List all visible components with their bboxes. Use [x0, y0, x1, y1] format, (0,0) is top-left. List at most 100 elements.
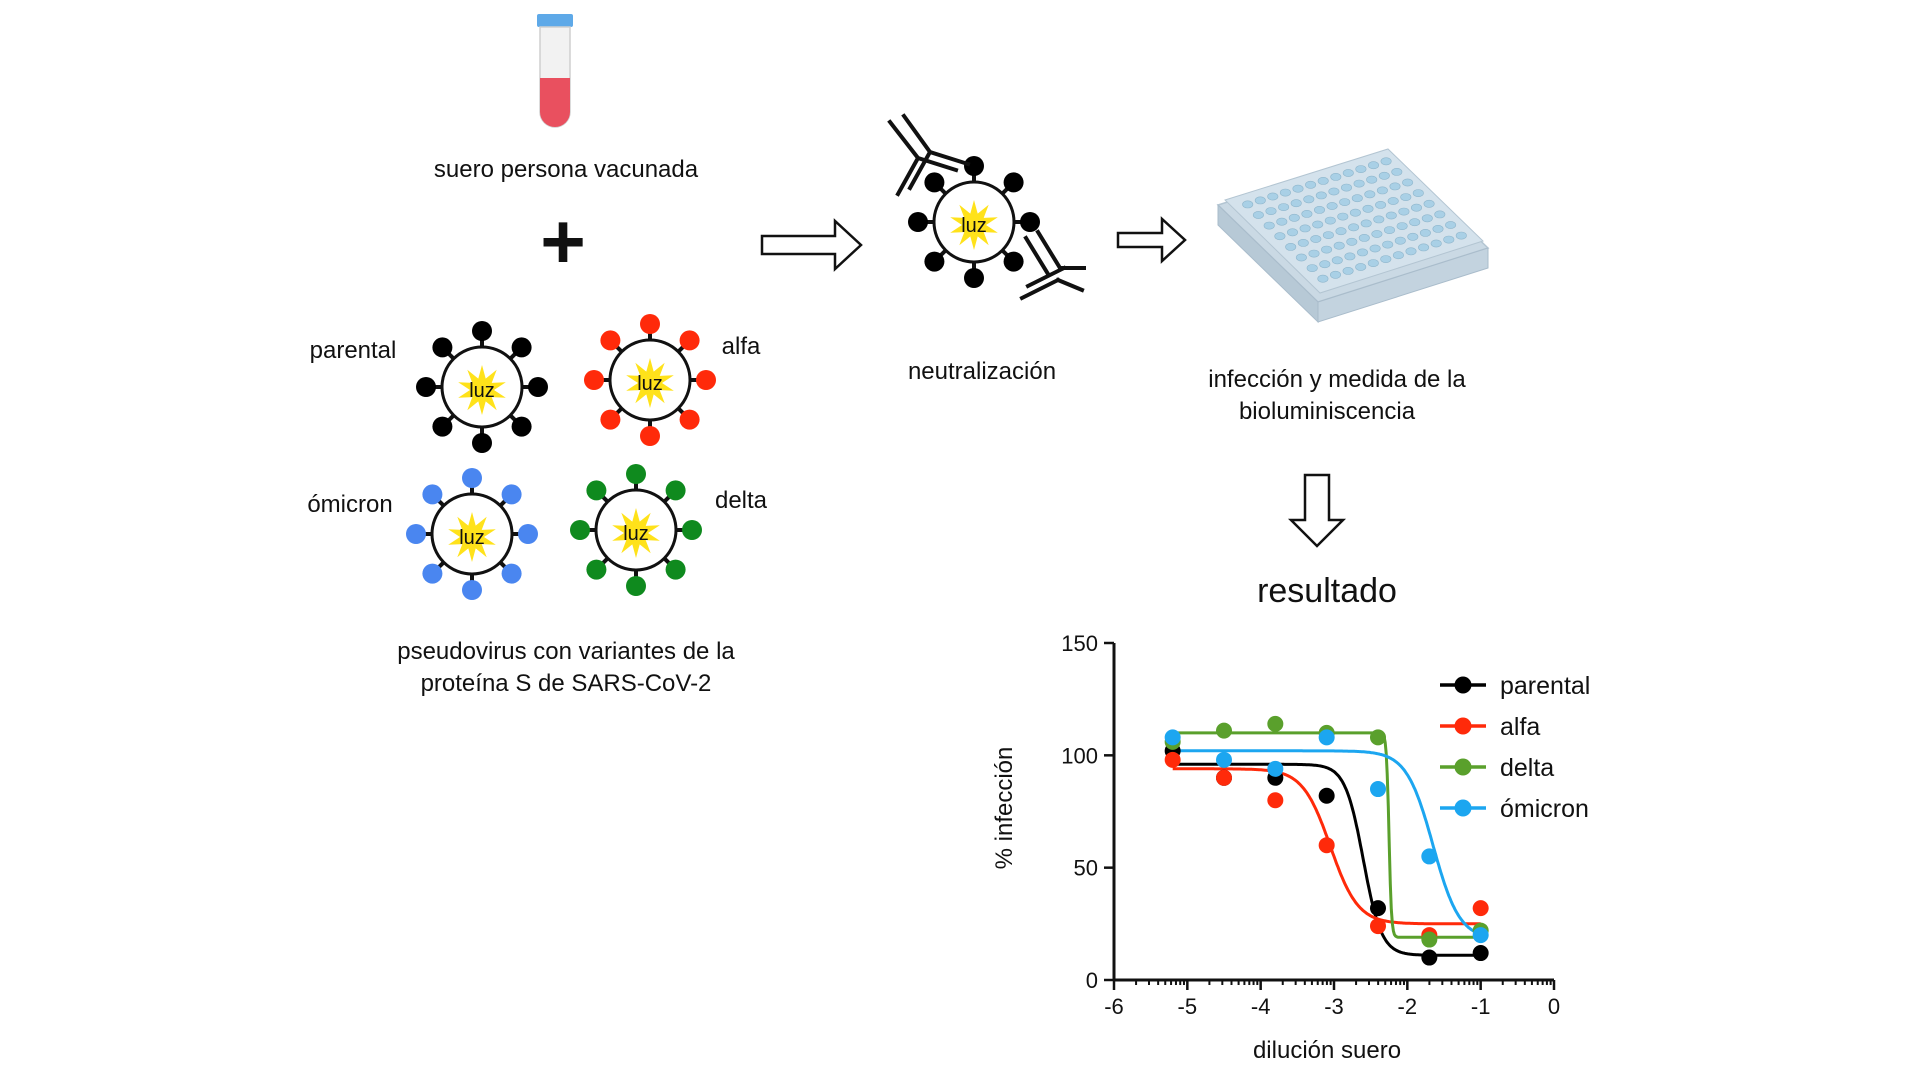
- x-tick-label: -2: [1398, 994, 1418, 1019]
- data-point: [1370, 729, 1386, 746]
- pseudovirus-v1: luz: [584, 314, 716, 446]
- data-point: [1421, 848, 1438, 865]
- plate-well: [1321, 245, 1333, 254]
- plate-well: [1407, 232, 1419, 241]
- spike-protein: [665, 559, 686, 580]
- plate-well: [1369, 244, 1381, 253]
- y-tick-label: 50: [1074, 856, 1098, 881]
- plate-well: [1455, 231, 1467, 240]
- plate-well: [1430, 239, 1442, 248]
- plate-wells: [1242, 157, 1467, 283]
- plate-well: [1254, 196, 1266, 205]
- data-point: [1370, 900, 1386, 917]
- pseudovirus-v2: luz: [406, 468, 538, 600]
- plate-well: [1346, 237, 1358, 246]
- plate-well: [1412, 189, 1424, 197]
- spike-protein: [586, 559, 607, 580]
- y-tick-label: 150: [1061, 631, 1098, 656]
- legend-marker: [1454, 758, 1472, 776]
- spike-protein: [1003, 172, 1024, 193]
- serum-label: suero persona vacunada: [434, 156, 699, 183]
- plate-well: [1308, 249, 1320, 258]
- plate-well: [1396, 222, 1408, 230]
- plate-well: [1297, 238, 1309, 247]
- plate-well: [1288, 213, 1300, 222]
- light-burst-icon: [950, 200, 998, 250]
- y-tick-label: 0: [1086, 968, 1098, 993]
- spike-protein: [501, 563, 522, 584]
- plate-well: [1292, 184, 1304, 193]
- plate-well: [1394, 236, 1406, 245]
- plate-well: [1391, 167, 1403, 176]
- variant-label-parental: parental: [310, 337, 397, 364]
- x-tick-label: -5: [1178, 994, 1198, 1019]
- spike-protein: [924, 172, 945, 193]
- spike-protein: [528, 377, 548, 397]
- spike-protein: [682, 520, 702, 540]
- spike-protein: [472, 433, 492, 453]
- spike-protein: [696, 370, 716, 390]
- legend-marker: [1454, 799, 1472, 817]
- spike-protein: [501, 484, 522, 505]
- spike-protein: [626, 576, 646, 596]
- plate-well: [1378, 171, 1390, 180]
- plate-well: [1331, 256, 1343, 265]
- y-tick-label: 100: [1061, 743, 1098, 768]
- pseudovirus-neutralized: luz: [908, 156, 1040, 288]
- plus-sign: +: [540, 197, 586, 285]
- plate-well: [1385, 211, 1397, 220]
- spike-protein: [570, 520, 590, 540]
- plate-well: [1278, 203, 1290, 211]
- spike-protein: [924, 251, 945, 272]
- plate-well: [1322, 231, 1334, 239]
- x-tick-label: -3: [1324, 994, 1344, 1019]
- spike-protein: [665, 480, 686, 501]
- light-burst-icon: [612, 508, 660, 558]
- plate-well: [1310, 235, 1322, 243]
- spike-protein: [422, 563, 443, 584]
- spike-protein: [600, 409, 621, 430]
- luz-label: luz: [961, 215, 987, 237]
- plate-well: [1360, 219, 1372, 228]
- data-point: [1370, 918, 1386, 935]
- plate-well: [1348, 223, 1360, 232]
- plate-well: [1242, 200, 1254, 209]
- plate-well: [1384, 226, 1396, 234]
- luz-label: luz: [637, 373, 663, 395]
- legend-marker: [1454, 717, 1472, 735]
- plate-well: [1330, 172, 1342, 181]
- spike-protein: [406, 524, 426, 544]
- plate-well: [1349, 208, 1361, 217]
- data-point: [1267, 760, 1284, 777]
- neutralization-label: neutralización: [908, 358, 1056, 385]
- plate-well: [1392, 251, 1404, 260]
- plate-well: [1328, 187, 1340, 196]
- plate-well: [1279, 188, 1291, 197]
- plate-well: [1373, 215, 1385, 224]
- data-point: [1216, 722, 1232, 739]
- x-tick-label: -1: [1471, 994, 1491, 1019]
- plate-well: [1375, 200, 1387, 209]
- plate-well: [1339, 198, 1351, 206]
- spike-protein: [679, 330, 700, 351]
- data-point: [1318, 837, 1335, 854]
- light-burst-icon: [458, 365, 506, 415]
- plate-well: [1398, 207, 1410, 216]
- plate-well: [1324, 216, 1336, 225]
- plate-well: [1252, 211, 1264, 219]
- spike-protein: [584, 370, 604, 390]
- plate-well: [1351, 194, 1363, 203]
- plate-well: [1362, 204, 1374, 213]
- plate-well: [1306, 264, 1318, 272]
- data-point: [1267, 792, 1284, 809]
- fit-curve-1: [1172, 767, 1481, 926]
- data-point: [1216, 751, 1232, 768]
- plate-well: [1380, 157, 1392, 166]
- luz-label: luz: [459, 527, 485, 549]
- plate-well: [1276, 217, 1288, 226]
- legend-marker: [1454, 676, 1472, 694]
- plate-well: [1265, 207, 1277, 215]
